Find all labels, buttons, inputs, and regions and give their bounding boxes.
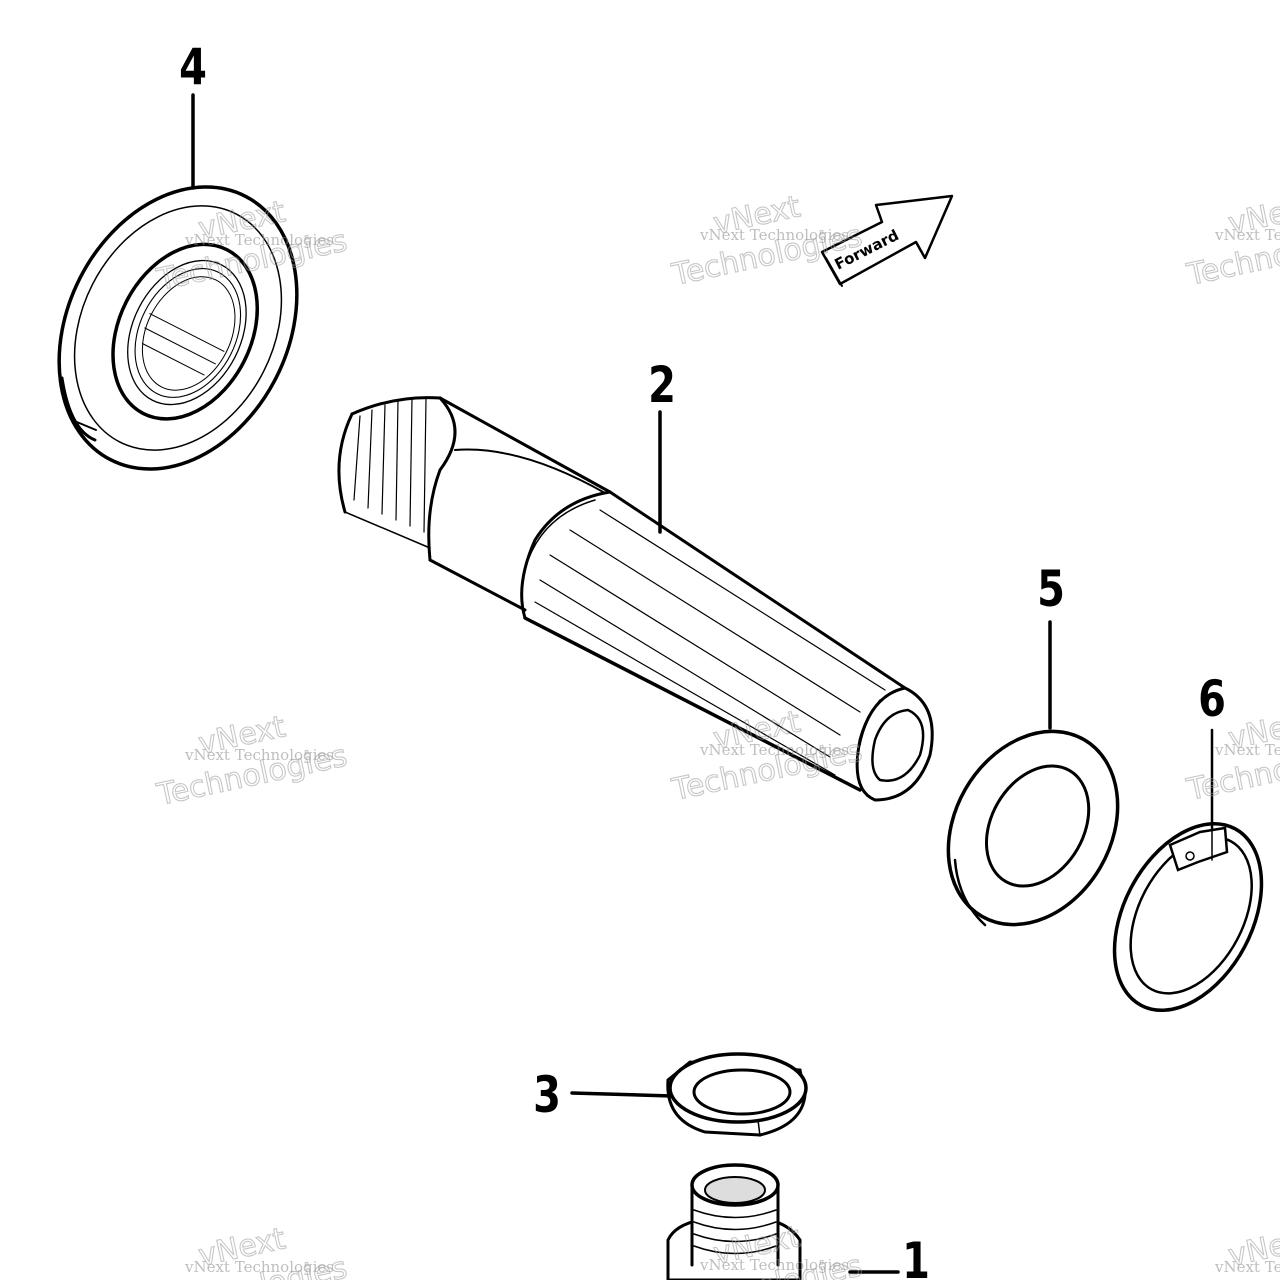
watermark: vNext Technologies vNext Technologies (153, 709, 351, 814)
callout-2: 2 (648, 356, 676, 415)
callout-1: 1 (902, 1232, 930, 1280)
part-6-retaining-ring (1112, 821, 1264, 1013)
svg-text:vNext Technologies: vNext Technologies (1214, 1258, 1280, 1276)
svg-text:vNext Technologies: vNext Technologies (699, 226, 849, 244)
svg-text:vNext Technologies: vNext Technologies (1214, 741, 1280, 759)
callout-6: 6 (1198, 670, 1226, 729)
watermark: vNext Technologies vNext Technologies (153, 1221, 351, 1280)
part-4-bearing (57, 185, 299, 471)
svg-text:vNext Technologies: vNext Technologies (184, 231, 334, 249)
part-3-seal (666, 1052, 808, 1137)
svg-text:vNext Technologies: vNext Technologies (1214, 226, 1280, 244)
part-2-splined-shaft (337, 396, 934, 802)
svg-text:vNext Technologies: vNext Technologies (699, 741, 849, 759)
callout-3: 3 (533, 1066, 561, 1125)
svg-text:vNext Technologies: vNext Technologies (184, 1258, 334, 1276)
svg-text:vNext Technologies: vNext Technologies (699, 1256, 849, 1274)
callout-5: 5 (1037, 560, 1065, 619)
watermark: vNext Technologies vNext Technologies (1183, 1221, 1280, 1280)
callout-4: 4 (179, 38, 207, 97)
leader-line-3 (570, 1091, 674, 1098)
part-1-fitting (666, 1163, 802, 1280)
forward-arrow-icon (820, 194, 954, 287)
svg-text:vNext Technologies: vNext Technologies (184, 746, 334, 764)
watermark: vNext Technologies vNext Technologies (1183, 189, 1280, 294)
part-5-washer (946, 729, 1120, 927)
